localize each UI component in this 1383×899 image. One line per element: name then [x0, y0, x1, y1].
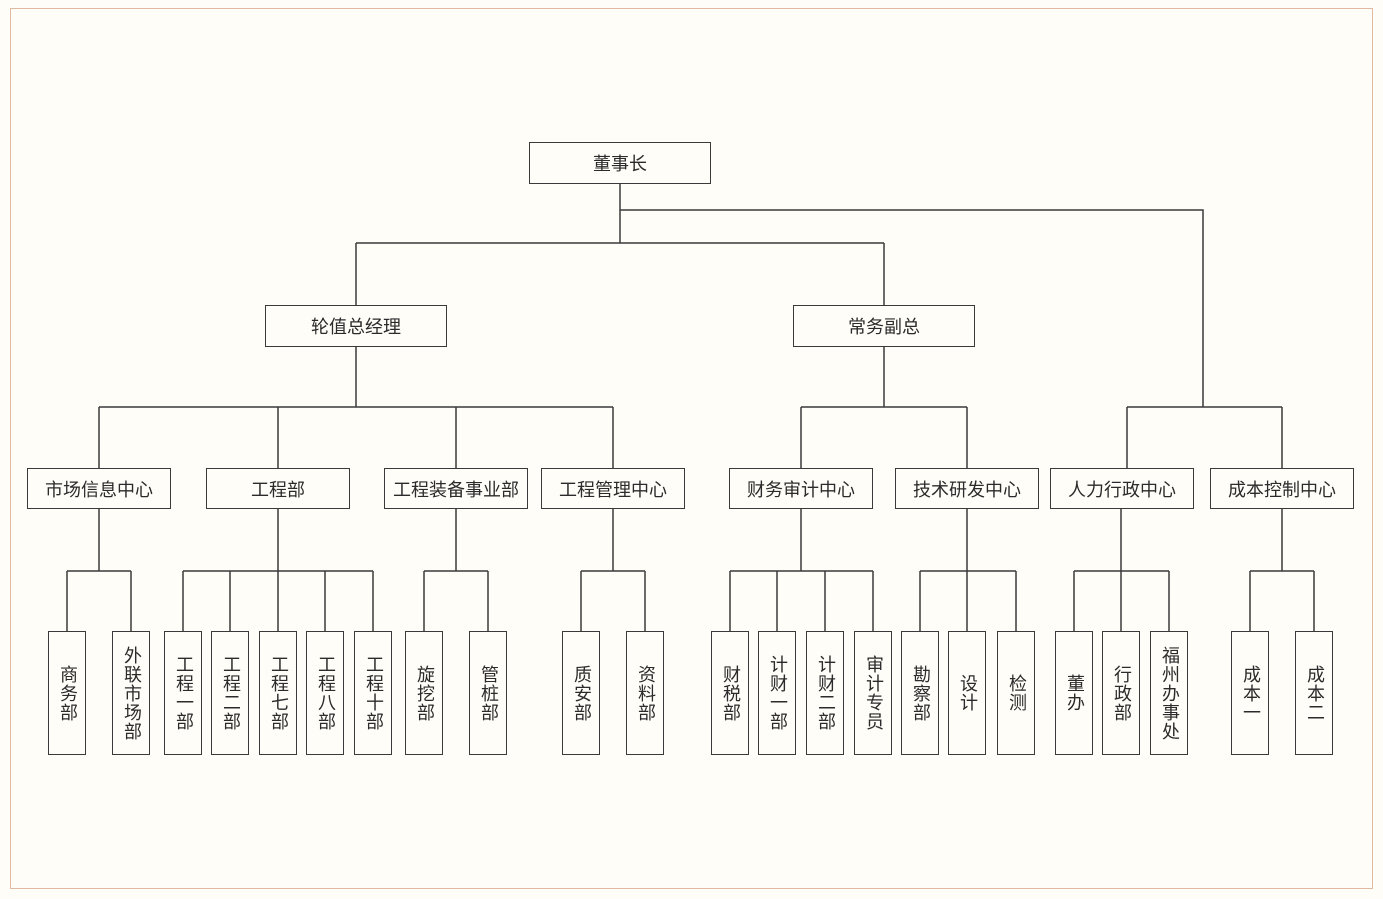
node-label: 检测 [1006, 674, 1027, 712]
node-cost-control-center: 成本控制中心 [1210, 468, 1354, 509]
node-rotary-dept: 旋挖部 [405, 631, 443, 755]
node-eng-dept-8: 工程八部 [306, 631, 344, 755]
node-label: 设计 [957, 674, 978, 712]
node-label: 工程十部 [363, 655, 384, 731]
node-equipment-division: 工程装备事业部 [384, 468, 528, 509]
node-fuzhou-office: 福州办事处 [1150, 631, 1188, 755]
node-qa-safety-dept: 质安部 [562, 631, 600, 755]
node-market-center: 市场信息中心 [27, 468, 171, 509]
node-executive-vp: 常务副总 [793, 305, 975, 347]
node-label: 勘察部 [910, 664, 931, 722]
node-label: 福州办事处 [1159, 645, 1180, 741]
node-eng-dept-1: 工程一部 [164, 631, 202, 755]
node-label: 董办 [1064, 674, 1085, 712]
node-finance-dept-1: 计财一部 [758, 631, 796, 755]
node-label: 财税部 [720, 664, 741, 722]
node-label: 审计专员 [863, 655, 884, 731]
node-label: 成本控制中心 [1228, 479, 1336, 501]
node-admin-dept: 行政部 [1102, 631, 1140, 755]
node-eng-dept-10: 工程十部 [354, 631, 392, 755]
node-cost-2: 成本二 [1295, 631, 1333, 755]
node-label: 成本一 [1240, 664, 1261, 722]
node-label: 技术研发中心 [913, 479, 1021, 501]
node-label: 工程部 [251, 479, 305, 501]
node-hr-admin-center: 人力行政中心 [1050, 468, 1194, 509]
node-label: 计财二部 [815, 655, 836, 731]
node-tax-dept: 财税部 [711, 631, 749, 755]
node-label: 管桩部 [478, 664, 499, 722]
node-tech-rd-center: 技术研发中心 [895, 468, 1039, 509]
node-label: 工程一部 [173, 655, 194, 731]
node-audit-specialist: 审计专员 [854, 631, 892, 755]
node-label: 计财一部 [767, 655, 788, 731]
node-label: 工程管理中心 [559, 479, 667, 501]
node-survey-dept: 勘察部 [901, 631, 939, 755]
node-label: 质安部 [571, 664, 592, 722]
node-external-market-dept: 外联市场部 [112, 631, 150, 755]
node-chairman: 董事长 [529, 142, 711, 184]
node-label: 人力行政中心 [1068, 479, 1176, 501]
node-label: 工程八部 [315, 655, 336, 731]
node-finance-audit-center: 财务审计中心 [729, 468, 873, 509]
node-documents-dept: 资料部 [626, 631, 664, 755]
node-engineering-dept: 工程部 [206, 468, 350, 509]
node-eng-dept-2: 工程二部 [211, 631, 249, 755]
node-label: 商务部 [57, 664, 78, 722]
node-board-office: 董办 [1055, 631, 1093, 755]
node-inspection: 检测 [997, 631, 1035, 755]
node-label: 成本二 [1304, 664, 1325, 722]
page-frame [10, 8, 1373, 889]
node-label: 董事长 [593, 154, 647, 175]
node-pile-dept: 管桩部 [469, 631, 507, 755]
node-finance-dept-2: 计财二部 [806, 631, 844, 755]
node-label: 市场信息中心 [45, 479, 153, 501]
node-business-dept: 商务部 [48, 631, 86, 755]
node-label: 工程二部 [220, 655, 241, 731]
node-cost-1: 成本一 [1231, 631, 1269, 755]
node-rotating-gm: 轮值总经理 [265, 305, 447, 347]
node-label: 行政部 [1111, 664, 1132, 722]
node-label: 工程七部 [268, 655, 289, 731]
node-label: 旋挖部 [414, 664, 435, 722]
node-label: 外联市场部 [121, 645, 142, 741]
node-eng-mgmt-center: 工程管理中心 [541, 468, 685, 509]
node-label: 工程装备事业部 [393, 479, 519, 501]
node-label: 财务审计中心 [747, 479, 855, 501]
node-label: 资料部 [635, 664, 656, 722]
node-design: 设计 [948, 631, 986, 755]
node-eng-dept-7: 工程七部 [259, 631, 297, 755]
node-label: 常务副总 [848, 317, 920, 338]
node-label: 轮值总经理 [311, 317, 401, 338]
